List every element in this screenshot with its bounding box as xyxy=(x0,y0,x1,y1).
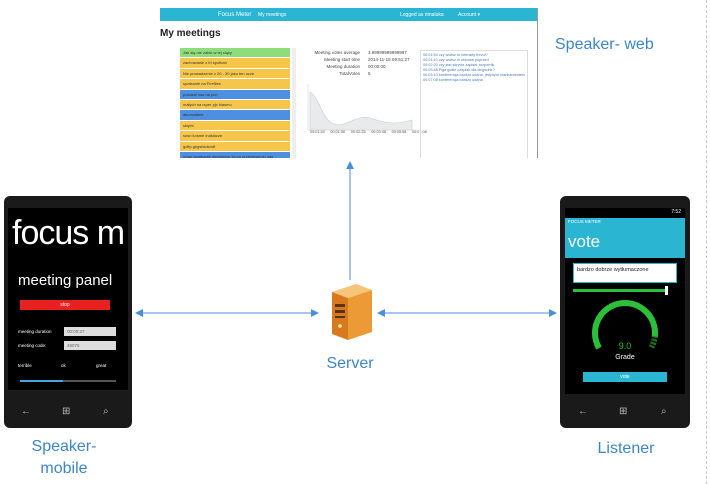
ls-nav-bar: ← ⊞ ⌕ xyxy=(560,400,690,424)
stat-row: Meeting start time 2014-11-15 09:51:27 xyxy=(308,57,418,64)
chart-x-tick: 00:01:34 xyxy=(310,130,325,134)
ls-app-name: FOCUS METER xyxy=(568,219,601,224)
stat-key: TotalVotes xyxy=(339,71,360,76)
chart-x-tick: 00:07:08 xyxy=(412,130,427,134)
stat-value: 2014-11-15 09:51:27 xyxy=(368,57,410,62)
meeting-list-item[interactable]: sosn kosme inaklacze xyxy=(180,131,290,141)
comment-log-entry: 00:01:10 czy wolisz w zbiorów poprzed xyxy=(423,58,489,62)
page-edge-dashed-line xyxy=(706,0,707,484)
windows-icon[interactable]: ⊞ xyxy=(619,406,628,417)
gauge-fill xyxy=(592,300,658,350)
sm-scale-low: terrible xyxy=(18,363,32,368)
web-top-bar: Focus Meter My meetings Logged as rimalu… xyxy=(160,8,538,21)
sm-scale-high: great xyxy=(96,363,107,368)
sm-duration-field[interactable]: 00:00:27 xyxy=(64,327,116,336)
listener-phone: 7:52 FOCUS METER vote bardzo dobrze wytł… xyxy=(560,196,690,428)
comment-log-entry: 00:01:54 czy wolisz to intensity frevol? xyxy=(423,53,488,57)
ls-grade-value: 9.0 xyxy=(618,341,632,351)
web-app-name[interactable]: Focus Meter xyxy=(218,12,252,18)
back-icon[interactable]: ← xyxy=(578,406,588,417)
sm-code-label: meeting code: xyxy=(18,343,47,348)
label-speaker-mobile: Speaker- mobile xyxy=(31,438,97,477)
sm-code-field[interactable]: 49076 xyxy=(64,341,116,350)
ls-slider-thumb[interactable] xyxy=(665,286,668,295)
ls-grade-gauge xyxy=(592,300,658,350)
sm-app-title: focus m xyxy=(12,214,125,252)
chart-x-tick: 00:05:58 xyxy=(391,130,407,134)
sm-scale-mid: ok xyxy=(61,363,66,368)
search-icon[interactable]: ⌕ xyxy=(103,406,109,417)
meeting-list-item[interactable]: skiprb xyxy=(180,120,290,131)
stat-key: Meeting votes average xyxy=(314,50,360,55)
chart-area-series xyxy=(309,91,413,131)
server-icon xyxy=(332,284,372,340)
speaker-mobile-screen: focus m meeting panel stop meeting durat… xyxy=(8,208,128,390)
listener-screen: 7:52 FOCUS METER vote bardzo dobrze wytł… xyxy=(565,208,685,394)
back-icon[interactable]: ← xyxy=(21,406,31,417)
stat-key: Meeting start time xyxy=(324,57,360,62)
comment-log-entry: 00:03:48 Figa gdzie czepiak dla kingsonk… xyxy=(423,68,495,72)
web-nav-my-meetings[interactable]: My meetings xyxy=(258,12,287,18)
ls-grade-label: Grade xyxy=(615,354,635,361)
web-right-divider xyxy=(537,8,538,158)
stat-row: Meeting votes average 3.99999999999997 xyxy=(308,50,418,57)
speaker-web-screenshot: Focus Meter My meetings Logged as rimalu… xyxy=(160,8,538,158)
sm-slider-fill xyxy=(20,380,64,382)
web-comments-log: 00:01:54 czy wolisz to intensity frevol?… xyxy=(420,50,528,158)
windows-icon[interactable]: ⊞ xyxy=(62,406,71,417)
vote-button[interactable]: vote xyxy=(583,372,667,382)
speaker-mobile-phone: focus m meeting panel stop meeting durat… xyxy=(4,196,132,428)
meeting-list-item[interactable]: Nie prowadzenie z 20 - 30 jako ten ucze xyxy=(180,68,290,79)
label-listener: Listener xyxy=(597,440,655,457)
stat-value: 5 xyxy=(368,71,371,76)
label-speaker-web: Speaker- web xyxy=(555,36,654,53)
meeting-list-item[interactable]: spotkanie na Fireflies xyxy=(180,79,290,89)
chart-x-tick: 00:03:48 xyxy=(371,130,386,134)
sm-panel-title: meeting panel xyxy=(18,272,113,289)
stat-value: 3.99999999999997 xyxy=(368,50,407,55)
sm-nav-bar: ← ⊞ ⌕ xyxy=(4,400,132,424)
web-page-title: My meetings xyxy=(160,28,221,39)
comment-log-entry: 00:03:10 konferencja bardzo udana, jedyn… xyxy=(423,73,525,77)
ls-grade-slider[interactable] xyxy=(573,289,667,292)
web-account-menu[interactable]: Account ▾ xyxy=(458,12,480,18)
comment-log-entry: 00:07:08 konferencja bardzo udana xyxy=(423,78,483,82)
meeting-list-item[interactable]: pokazał nas na pun xyxy=(180,89,290,99)
meeting-list-item[interactable]: zachowanie z tri spotkań xyxy=(180,58,290,68)
chart-x-tick: 00:01:56 xyxy=(330,130,346,134)
search-icon[interactable]: ⌕ xyxy=(661,406,667,417)
meeting-list-item[interactable]: gdfip.gkgsfstdshdf xyxy=(180,141,290,151)
label-server: Server xyxy=(326,355,374,372)
ls-clock: 7:52 xyxy=(671,209,681,215)
stat-row: Meeting duration 00:00:00 xyxy=(308,64,418,71)
meeting-list-item[interactable]: małych na rsper pjc blasmo xyxy=(180,99,290,110)
stat-value: 00:00:00 xyxy=(368,64,386,69)
stat-row: TotalVotes 5 xyxy=(308,71,418,78)
stop-button[interactable]: stop xyxy=(20,300,110,310)
meeting-list-item[interactable]: nowe spotkanie niedzielne 1d po przenies… xyxy=(180,151,290,158)
sm-duration-label: meeting duration xyxy=(18,329,52,334)
web-votes-chart xyxy=(307,84,418,131)
meeting-list-item[interactable]: akumulatek xyxy=(180,110,290,120)
comment-log-entry: 00:02:20 czy jest skrycie zapiser rozpor… xyxy=(423,63,495,67)
ls-page-title: vote xyxy=(568,232,601,251)
meeting-list-item[interactable]: Jak się nie zabić w tej ciąży xyxy=(180,48,290,58)
stat-key: Meeting duration xyxy=(326,64,360,69)
ls-comment-input[interactable]: bardzo dobrze wytłumaczone xyxy=(573,263,677,283)
web-logged-as: Logged as rimaluka xyxy=(400,12,444,18)
web-list-scrollbar[interactable] xyxy=(292,48,296,158)
ls-header: FOCUS METER vote xyxy=(565,218,685,258)
sm-rating-slider[interactable] xyxy=(20,380,116,382)
chart-x-tick: 00:02:25 xyxy=(350,130,366,134)
